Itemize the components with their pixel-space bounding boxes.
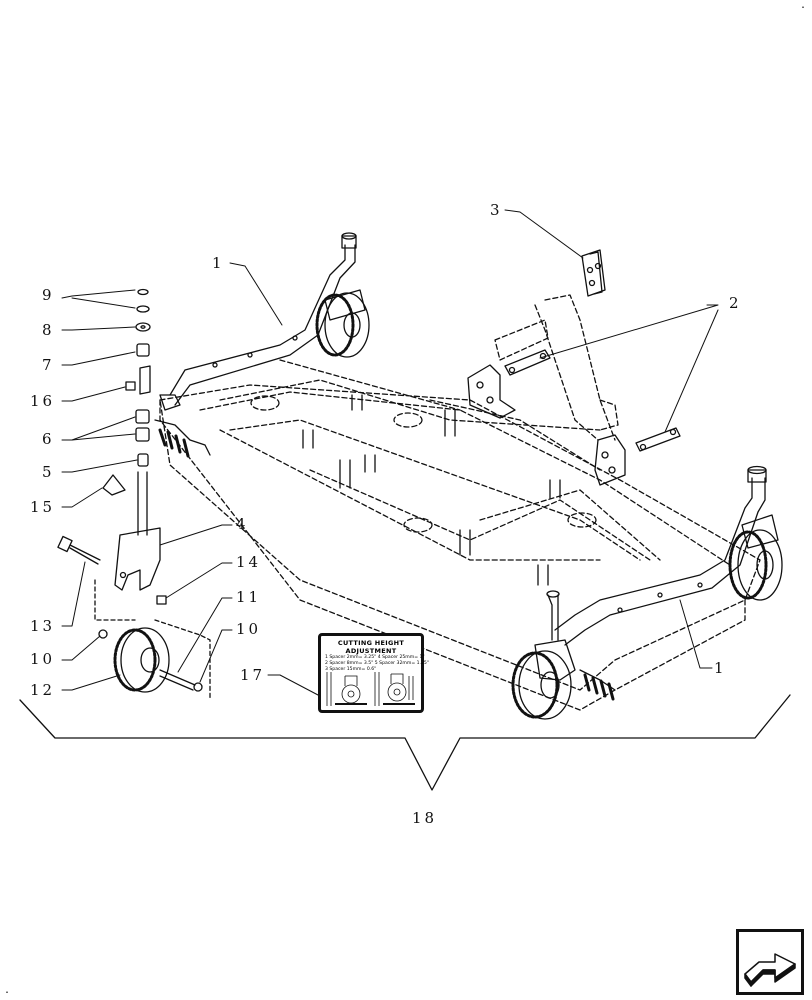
spacer-7 <box>136 343 150 357</box>
callout-8: 8 <box>42 321 55 339</box>
corner-mark: . <box>4 985 11 996</box>
sleeve-16 <box>139 365 151 395</box>
axle-arm-left <box>159 232 357 411</box>
washer-10-right <box>193 682 203 692</box>
callout-3: 3 <box>490 201 503 219</box>
decal-row: 3 Spacer 15mm= 0.6" <box>325 667 377 672</box>
callout-2: 2 <box>729 294 742 312</box>
deck-skirt-left <box>154 419 211 458</box>
kit-bracket-18 <box>19 694 791 791</box>
lube-fitting-16 <box>125 381 136 391</box>
decal-title: CUTTING HEIGHT ADJUSTMENT <box>337 639 405 655</box>
bolt-13 <box>69 544 101 565</box>
callout-9: 9 <box>42 286 55 304</box>
hitch-bracket-left <box>467 364 516 419</box>
callout-14: 14 <box>236 553 262 571</box>
callout-11: 11 <box>236 588 262 606</box>
next-page-arrow-icon <box>744 953 796 987</box>
callout-4: 4 <box>236 515 249 533</box>
spacer-6a <box>135 409 150 424</box>
callout-1-right: 1 <box>714 659 727 677</box>
corner-mark: . <box>800 0 807 11</box>
next-page-button[interactable] <box>736 929 804 995</box>
caster-parts-stack <box>57 288 211 701</box>
callout-13: 13 <box>30 617 56 635</box>
callout-12: 12 <box>30 681 56 699</box>
washer-9a <box>137 288 149 296</box>
decal-row: 2 Spacer 8mm= 3.5" 5 Spacer 32mm= 1.25" <box>325 661 429 666</box>
spacer-5 <box>137 453 149 467</box>
wheel-12 <box>120 627 170 693</box>
callout-16: 16 <box>30 392 56 410</box>
washer-9b <box>136 305 150 313</box>
caster-fork-4 <box>114 527 161 591</box>
washer-10-left <box>98 629 108 639</box>
cutting-height-decal: CUTTING HEIGHT ADJUSTMENT 1 Spacer 2mm= … <box>318 633 429 713</box>
leader-lines <box>61 209 719 696</box>
hitch-bracket-right <box>594 434 626 486</box>
callout-7: 7 <box>42 356 55 374</box>
hitch-clevis <box>581 249 606 297</box>
axle-11 <box>159 669 196 691</box>
link-plate-upper <box>504 349 551 376</box>
caster-wheel-front <box>511 590 576 720</box>
hairpin-clip-15 <box>102 474 126 496</box>
spindle-posts <box>302 394 561 586</box>
callout-10-right: 10 <box>236 620 262 638</box>
wheel-rear-left <box>315 289 370 358</box>
nut-14 <box>156 595 167 605</box>
callout-5: 5 <box>42 463 55 481</box>
decal-row: 1 Spacer 2mm= 3.25" 4 Spacer 25mm= 1" <box>325 655 425 660</box>
deck-skirt-right <box>579 669 616 701</box>
axle-arm-right <box>554 465 767 646</box>
link-plate-lower <box>635 427 681 452</box>
callout-15: 15 <box>30 498 56 516</box>
decal-wheel-illustrations <box>326 672 415 706</box>
wheel-rear-right <box>728 514 783 601</box>
callout-18: 18 <box>412 809 438 827</box>
spacer-6b <box>135 427 150 442</box>
callout-6: 6 <box>42 430 55 448</box>
callout-1-top: 1 <box>212 254 225 272</box>
callout-17: 17 <box>240 666 266 684</box>
top-link-frame <box>494 294 619 441</box>
nut-8 <box>135 322 151 332</box>
mower-deck <box>159 359 761 711</box>
callout-10-left: 10 <box>30 650 56 668</box>
